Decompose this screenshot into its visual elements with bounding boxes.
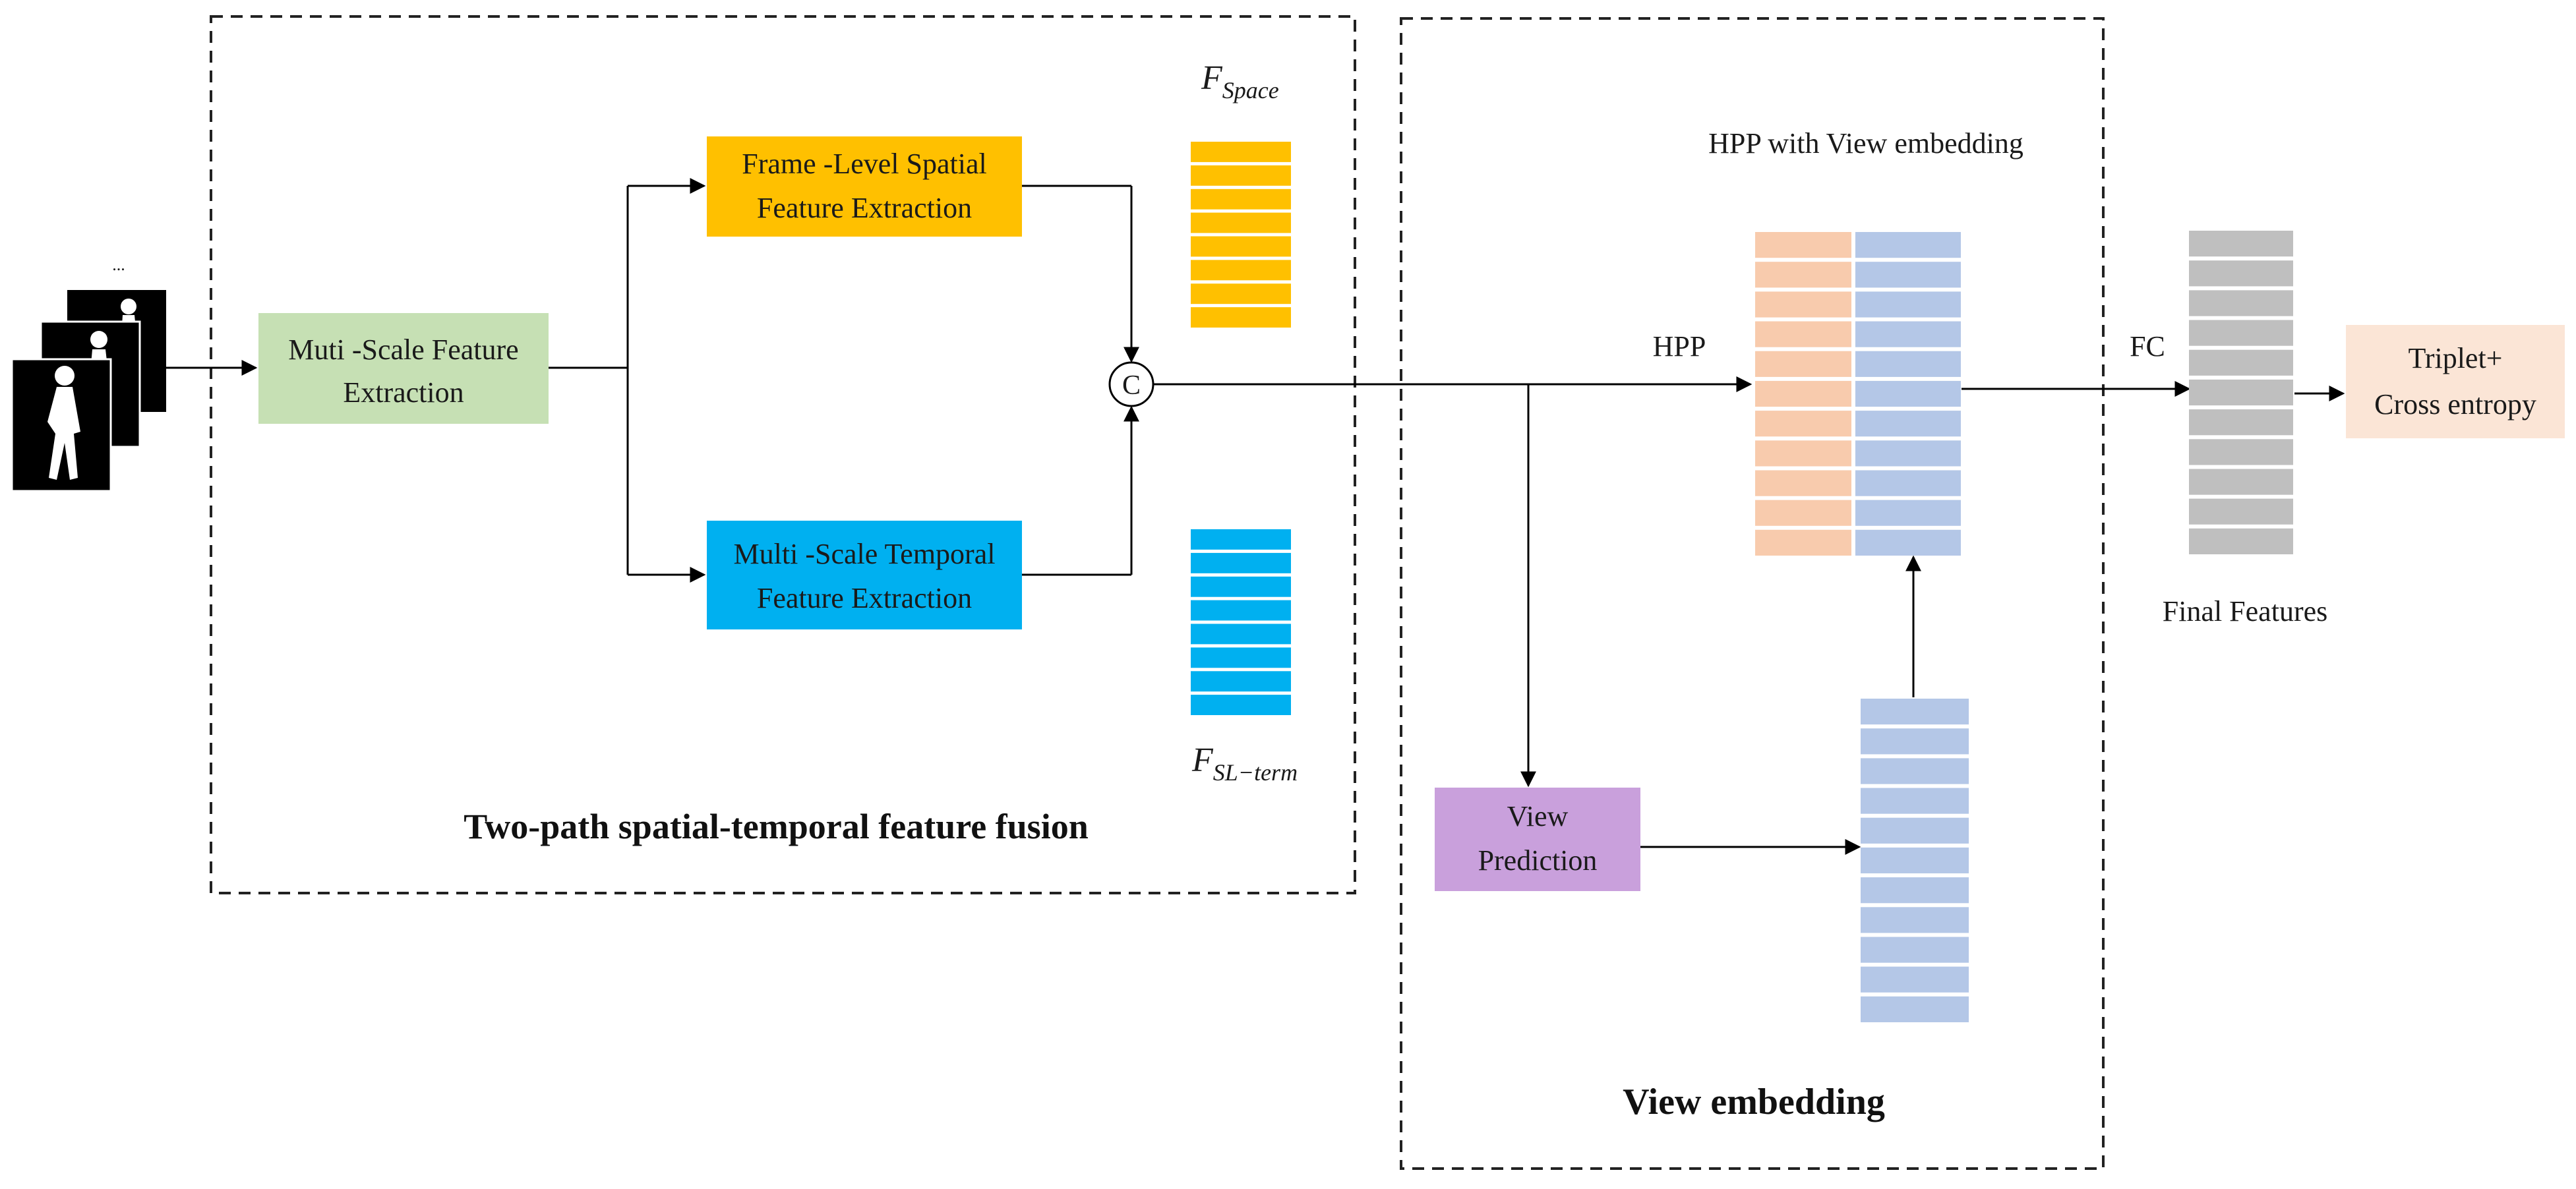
view-vector-stripe	[1861, 966, 1969, 993]
view-prediction-box: View Prediction	[1435, 788, 1640, 891]
input-silhouette-sequence: ...	[11, 255, 166, 492]
view-vector-stripe	[1861, 907, 1969, 933]
spatial-temporal-section-title: Two-path spatial-temporal feature fusion	[464, 807, 1088, 846]
view-embedding-stripe	[1855, 232, 1961, 258]
multi-scale-label-line2: Extraction	[343, 376, 464, 409]
f-sl-term-stripe	[1191, 695, 1291, 715]
hpp-stripe	[1755, 500, 1851, 526]
f-sl-term-stripe	[1191, 576, 1291, 597]
view-embedding-stripe	[1855, 440, 1961, 467]
view-embedding-feature-column	[1855, 232, 1961, 556]
view-embedding-stripe	[1855, 500, 1961, 526]
view-embedding-stripe	[1855, 470, 1961, 496]
f-sl-term-label: FSL−term	[1191, 741, 1298, 786]
frame-level-label-line2: Feature Extraction	[757, 192, 972, 224]
view-vector-stripe	[1861, 699, 1969, 725]
hpp-stripe	[1755, 470, 1851, 496]
f-sl-term-stripe	[1191, 671, 1291, 692]
multi-scale-label-line1: Muti -Scale Feature	[288, 334, 518, 366]
f-space-stripe	[1191, 188, 1291, 210]
final-feature-stripe	[2189, 439, 2293, 465]
f-space-stripe	[1191, 283, 1291, 304]
f-space-stripe	[1191, 212, 1291, 233]
hpp-stripe	[1755, 411, 1851, 437]
concat-connectors	[1022, 185, 1139, 576]
final-feature-stripe	[2189, 379, 2293, 406]
final-features-column	[2189, 231, 2293, 554]
hpp-stripe	[1755, 440, 1851, 467]
final-feature-stripe	[2189, 231, 2293, 257]
view-embedding-stripe	[1855, 411, 1961, 437]
f-space-stripe	[1191, 260, 1291, 281]
view-branch-connectors	[1520, 384, 1921, 855]
multi-scale-feature-box: Muti -Scale Feature Extraction	[258, 313, 549, 424]
f-sl-term-stripe	[1191, 624, 1291, 645]
frame-level-spatial-box: Frame -Level Spatial Feature Extraction	[707, 136, 1022, 237]
final-feature-stripe	[2189, 320, 2293, 346]
view-vector-stripe	[1861, 758, 1969, 784]
view-embedding-stripe	[1855, 291, 1961, 318]
fc-label: FC	[2130, 330, 2165, 362]
temporal-label-line2: Feature Extraction	[757, 582, 972, 614]
final-feature-stripe	[2189, 290, 2293, 316]
loss-label-line2: Cross entropy	[2374, 388, 2536, 420]
hpp-view-embedding-title: HPP with View embedding	[1708, 127, 2023, 160]
view-vector-stripe	[1861, 817, 1969, 844]
view-embedding-stripe	[1855, 262, 1961, 288]
f-sl-term-feature-column	[1191, 529, 1291, 715]
view-vector-stripe	[1861, 728, 1969, 755]
hpp-feature-column	[1755, 232, 1851, 556]
concat-node: C	[1108, 361, 1154, 407]
f-space-stripe	[1191, 307, 1291, 328]
view-vector-stripe	[1861, 847, 1969, 874]
final-feature-stripe	[2189, 498, 2293, 525]
temporal-label-line1: Multi -Scale Temporal	[734, 538, 996, 570]
view-vector-stripe	[1861, 937, 1969, 963]
f-sl-term-stripe	[1191, 529, 1291, 550]
concat-symbol: C	[1122, 370, 1141, 401]
view-vector-stripe	[1861, 788, 1969, 814]
loss-label-line1: Triplet+	[2409, 342, 2503, 374]
final-feature-stripe	[2189, 349, 2293, 376]
final-feature-stripe	[2189, 469, 2293, 495]
hpp-stripe	[1755, 529, 1851, 556]
view-vector-stripe	[1861, 996, 1969, 1022]
view-embedding-section	[1400, 17, 2105, 1170]
sequence-dots: ...	[112, 255, 125, 274]
view-embedding-section-title: View embedding	[1623, 1082, 1885, 1122]
hpp-stripe	[1755, 291, 1851, 318]
f-space-feature-column	[1191, 142, 1291, 328]
f-sl-term-stripe	[1191, 647, 1291, 668]
view-prediction-label-line1: View	[1507, 800, 1569, 832]
hpp-stripe	[1755, 321, 1851, 347]
branch-connectors	[549, 178, 706, 583]
final-features-label: Final Features	[2163, 595, 2328, 627]
view-embedding-stripe	[1855, 380, 1961, 407]
f-space-stripe	[1191, 142, 1291, 162]
hpp-stripe	[1755, 232, 1851, 258]
view-embedding-stripe	[1855, 529, 1961, 556]
f-space-label: FSpace	[1201, 59, 1279, 103]
view-prediction-label-line2: Prediction	[1478, 844, 1598, 877]
hpp-stripe	[1755, 351, 1851, 377]
view-vector-stripe	[1861, 877, 1969, 904]
f-sl-term-stripe	[1191, 552, 1291, 573]
frame-level-label-line1: Frame -Level Spatial	[742, 148, 986, 180]
view-embedding-stripe	[1855, 321, 1961, 347]
view-embedding-vector-column	[1861, 699, 1969, 1022]
hpp-label: HPP	[1653, 330, 1706, 362]
final-feature-stripe	[2189, 409, 2293, 436]
f-sl-term-stripe	[1191, 600, 1291, 621]
spatial-temporal-fusion-section	[210, 15, 1356, 894]
hpp-stripe	[1755, 380, 1851, 407]
f-space-stripe	[1191, 236, 1291, 257]
f-space-stripe	[1191, 165, 1291, 186]
triplet-cross-entropy-box: Triplet+ Cross entropy	[2346, 325, 2565, 438]
hpp-stripe	[1755, 262, 1851, 288]
final-feature-stripe	[2189, 260, 2293, 287]
multi-scale-temporal-box: Multi -Scale Temporal Feature Extraction	[707, 521, 1022, 629]
final-feature-stripe	[2189, 528, 2293, 554]
view-embedding-stripe	[1855, 351, 1961, 377]
